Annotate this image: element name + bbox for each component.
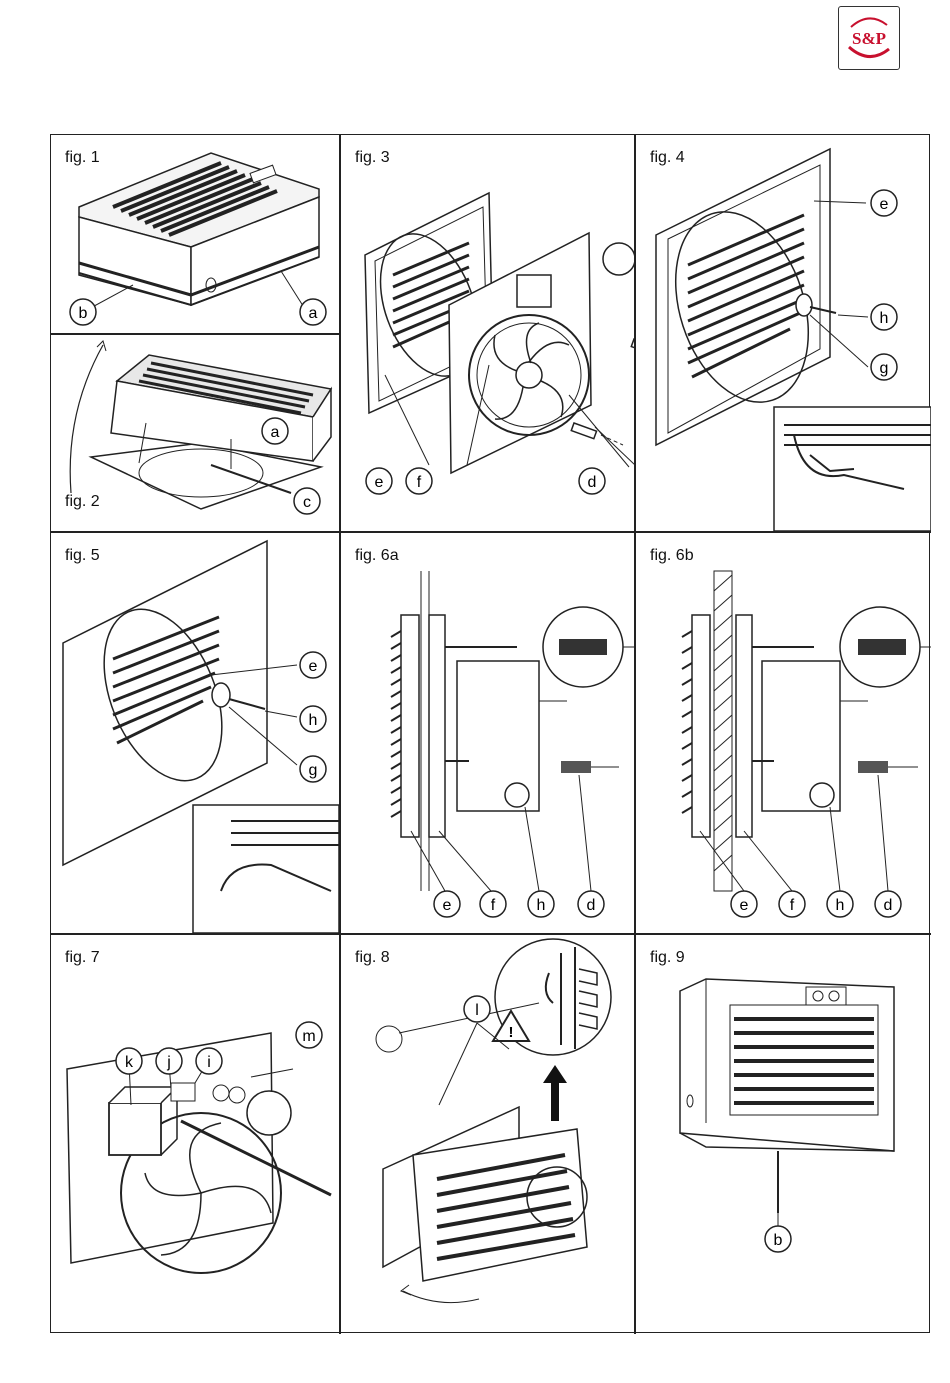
cover-hinge-illustration: ! l <box>339 933 634 1334</box>
callout-c: c <box>294 488 320 514</box>
callout-label: e <box>880 196 889 213</box>
callout-k: k <box>116 1048 142 1074</box>
figure-6a: fig. 6a <box>339 531 634 933</box>
fan-assembly-exploded-illustration: e f d <box>339 135 634 531</box>
callout-b: b <box>70 299 96 325</box>
callout-e: e <box>731 891 757 917</box>
callout-h: h <box>528 891 554 917</box>
callout-label: e <box>443 897 452 914</box>
callout-label: a <box>309 305 318 322</box>
callout-label: k <box>125 1054 134 1071</box>
callout-e: e <box>300 652 326 678</box>
callout-f: f <box>480 891 506 917</box>
callout-e: e <box>366 468 392 494</box>
callout-g: g <box>871 354 897 380</box>
fan-housing-illustration: b a <box>51 135 339 333</box>
callout-label: h <box>836 897 845 914</box>
callout-label: d <box>884 897 893 914</box>
callout-label: b <box>774 1232 783 1249</box>
callout-label: i <box>207 1054 211 1071</box>
figure-2: fig. 2 a c <box>51 333 339 531</box>
callout-label: f <box>417 474 422 491</box>
motor-wiring-illustration: k j i m <box>51 933 339 1334</box>
callout-label: g <box>309 762 318 779</box>
callout-e: e <box>434 891 460 917</box>
callout-label: e <box>375 474 384 491</box>
figure-9: fig. 9 b <box>634 933 931 1334</box>
callout-label: f <box>790 897 795 914</box>
callout-f: f <box>779 891 805 917</box>
callout-label: e <box>309 658 318 675</box>
figure-4: fig. 4 e <box>634 135 931 531</box>
callout-j: j <box>156 1048 182 1074</box>
callout-label: l <box>475 1002 479 1019</box>
figure-6b: fig. 6b <box>634 531 931 933</box>
callout-label: d <box>587 897 596 914</box>
wall-mount-grille-illustration: e h g <box>51 531 339 933</box>
figure-grid: fig. 1 b a <box>50 134 930 1333</box>
callout-l: l <box>464 996 490 1022</box>
callout-label: h <box>537 897 546 914</box>
callout-b: b <box>765 1226 791 1252</box>
brand-logo: S&P <box>838 6 900 70</box>
callout-label: b <box>79 305 88 322</box>
figure-8: fig. 8 ! <box>339 933 634 1334</box>
callout-label: f <box>491 897 496 914</box>
callout-d: d <box>578 891 604 917</box>
thin-wall-section-illustration: e f h d <box>339 531 634 933</box>
callout-a: a <box>262 418 288 444</box>
callout-label: c <box>303 494 311 511</box>
callout-label: m <box>302 1028 315 1045</box>
callout-label: j <box>166 1054 171 1071</box>
thick-wall-section-illustration: e f h d <box>634 531 931 933</box>
callout-m: m <box>296 1022 322 1048</box>
callout-h: h <box>871 304 897 330</box>
figure-7: fig. 7 k j <box>51 933 339 1334</box>
callout-d: d <box>875 891 901 917</box>
callout-a: a <box>300 299 326 325</box>
figure-3: fig. 3 <box>339 135 634 531</box>
callout-label: a <box>271 424 280 441</box>
grille-mounting-illustration: e h g <box>634 135 931 531</box>
callout-f: f <box>406 468 432 494</box>
warning-icon: ! <box>509 1024 514 1041</box>
callout-e: e <box>871 190 897 216</box>
brand-logo-text: S&P <box>852 29 886 48</box>
callout-label: h <box>880 310 889 327</box>
callout-g: g <box>300 756 326 782</box>
callout-i: i <box>196 1048 222 1074</box>
assembled-fan-illustration: b <box>634 933 931 1334</box>
callout-label: h <box>309 712 318 729</box>
callout-label: d <box>588 474 597 491</box>
callout-d: d <box>579 468 605 494</box>
callout-label: g <box>880 360 889 377</box>
callout-label: e <box>740 897 749 914</box>
callout-h: h <box>827 891 853 917</box>
fan-cover-removal-illustration: a c <box>51 333 339 531</box>
figure-1: fig. 1 b a <box>51 135 339 333</box>
brand-logo-mark: S&P <box>839 7 899 69</box>
figure-5: fig. 5 e h <box>51 531 339 933</box>
callout-h: h <box>300 706 326 732</box>
